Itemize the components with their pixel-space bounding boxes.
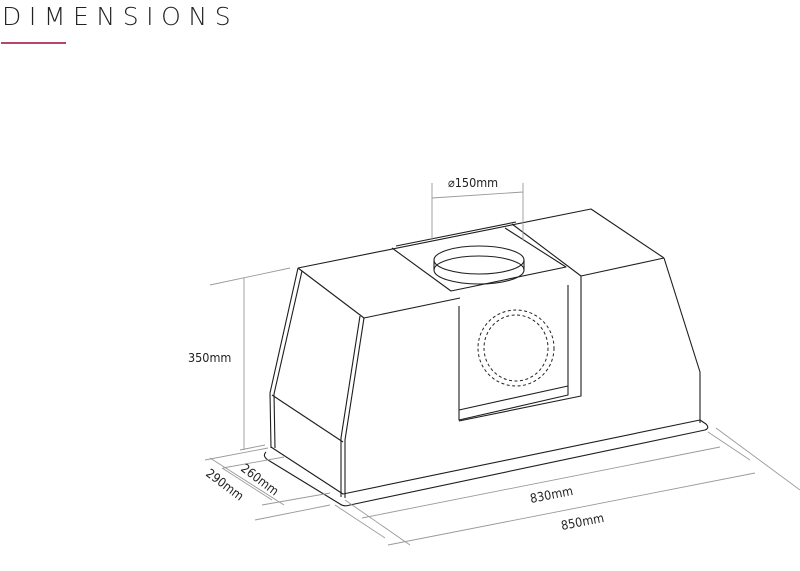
inner-width-label: 830mm [529,483,574,506]
dimension-lines [204,183,800,546]
title-underline [1,42,66,44]
page-title: DIMENSIONS [2,2,239,31]
hood-outline [263,208,709,507]
outer-width-label: 850mm [560,510,605,533]
height-label: 350mm [188,350,231,365]
diameter-label: ⌀150mm [448,175,498,190]
